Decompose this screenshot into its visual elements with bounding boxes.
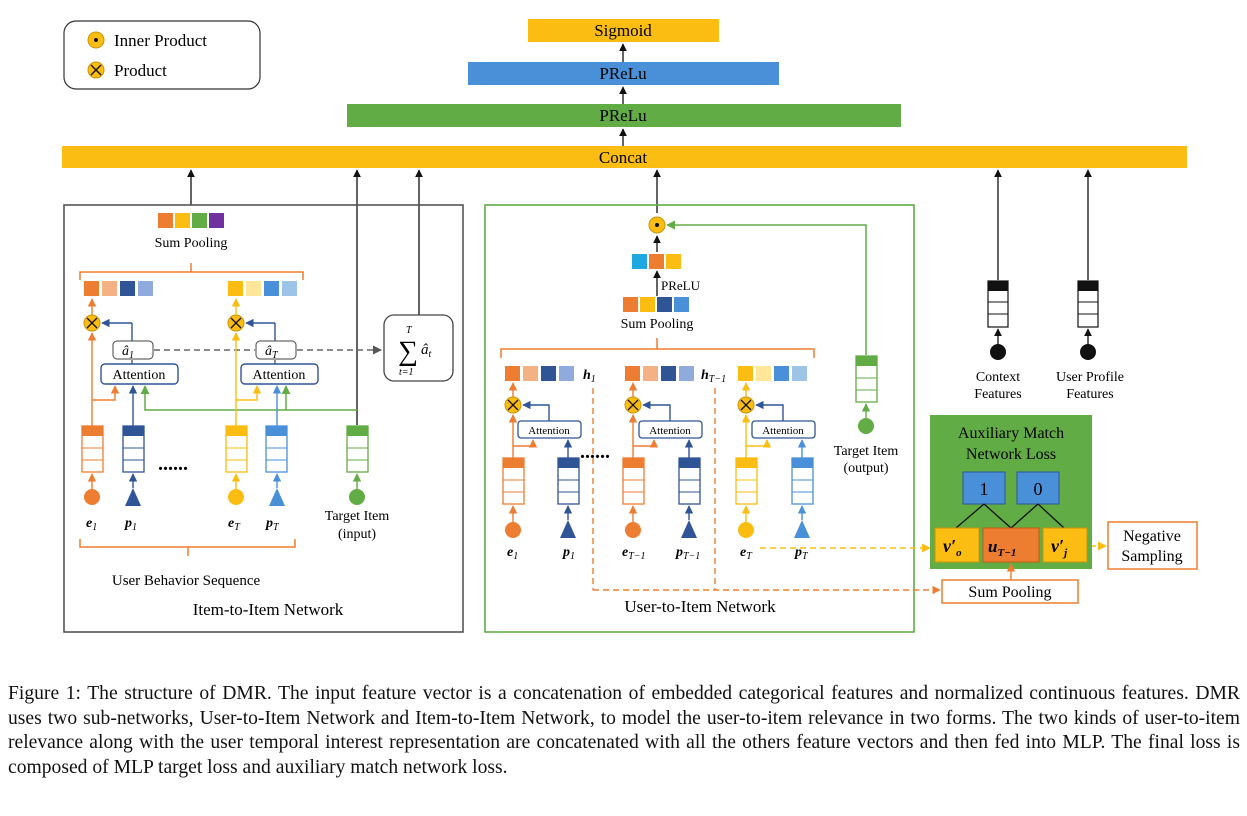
profile-features-1: User Profile xyxy=(1056,370,1124,385)
i2i-sum-pooling-label: Sum Pooling xyxy=(155,236,228,251)
i2i-attention-1: Attention xyxy=(113,368,166,383)
sigmoid-label: Sigmoid xyxy=(594,21,652,40)
prelu-top-layer xyxy=(468,62,779,85)
sigmoid-layer xyxy=(528,19,719,42)
concat-inputs xyxy=(187,169,1092,425)
concat-label: Concat xyxy=(599,148,647,167)
u2i-attention-1: Attention xyxy=(528,425,570,437)
aux-u: uT−1 xyxy=(988,537,1016,559)
a-hat-T: âT xyxy=(265,344,279,361)
i2i-pT: pT xyxy=(265,516,280,533)
sum-sigma: ∑ xyxy=(398,336,418,367)
user-to-item-network: PReLU Sum Pooling h1 hT−1 xyxy=(484,204,941,633)
side-features: Context Features User Profile Features xyxy=(974,280,1124,402)
aux-vo: v′o xyxy=(943,536,962,559)
u2i-pT: pT xyxy=(794,545,809,562)
aux-one: 1 xyxy=(980,479,989,499)
u2i-eT1: eT−1 xyxy=(622,545,646,562)
i2i-dots: ...... xyxy=(158,453,188,475)
legend: Inner Product Product xyxy=(63,20,261,90)
u2i-h1: h1 xyxy=(583,368,596,385)
negative-sampling-2: Sampling xyxy=(1121,548,1182,565)
prelu-bottom-label: PReLu xyxy=(599,106,647,125)
aux-zero: 0 xyxy=(1034,479,1043,499)
user-behavior-sequence-label: User Behavior Sequence xyxy=(112,573,261,589)
i2i-p1: p1 xyxy=(124,516,137,533)
context-features-2: Features xyxy=(974,387,1021,402)
u2i-hT1: hT−1 xyxy=(701,368,726,385)
u2i-p1: p1 xyxy=(562,545,575,562)
i2i-title: Item-to-Item Network xyxy=(193,600,344,619)
u2i-pT1: pT−1 xyxy=(675,545,700,562)
i2i-eT: eT xyxy=(228,516,241,533)
sum-top: T xyxy=(406,325,413,336)
auxiliary-match-network: Auxiliary Match Network Loss 1 0 v′o uT−… xyxy=(930,415,1198,604)
aux-vj: v′j xyxy=(1051,536,1068,559)
i2i-e1: e1 xyxy=(86,516,97,533)
u2i-target-item-sub: (output) xyxy=(843,461,888,476)
u2i-dots: ...... xyxy=(580,441,610,463)
legend-inner-product: Inner Product xyxy=(114,31,207,50)
u2i-e1: e1 xyxy=(507,545,518,562)
u2i-sum-pooling-label: Sum Pooling xyxy=(621,317,694,332)
i2i-target-item-sub: (input) xyxy=(338,527,376,542)
sum-term: ât xyxy=(421,342,432,360)
profile-features-2: Features xyxy=(1066,387,1113,402)
context-features-1: Context xyxy=(976,370,1020,385)
legend-product: Product xyxy=(114,61,167,80)
aux-sum-pooling: Sum Pooling xyxy=(968,584,1051,601)
u2i-eT: eT xyxy=(740,545,753,562)
figure-caption: Figure 1: The structure of DMR. The inpu… xyxy=(8,683,1240,778)
u2i-prelu-label: PReLU xyxy=(661,278,701,293)
u2i-attention-3: Attention xyxy=(762,425,804,437)
negative-sampling-1: Negative xyxy=(1123,528,1181,545)
mlp-stack: Sigmoid PReLu PReLu Concat xyxy=(62,19,1187,168)
concat-layer xyxy=(62,146,1187,168)
aux-title-2: Network Loss xyxy=(966,446,1056,463)
i2i-target-item: Target Item xyxy=(325,509,390,524)
item-to-item-network: Sum Pooling â1 âT T ∑ t=1 xyxy=(63,204,464,633)
i2i-attention-T: Attention xyxy=(253,368,306,383)
prelu-bottom-layer xyxy=(347,104,901,127)
aux-title-1: Auxiliary Match xyxy=(958,425,1064,442)
u2i-attention-2: Attention xyxy=(649,425,691,437)
a-hat-1: â1 xyxy=(122,344,134,361)
u2i-title: User-to-Item Network xyxy=(624,597,776,616)
prelu-top-label: PReLu xyxy=(599,64,647,83)
sum-bottom: t=1 xyxy=(399,367,414,378)
dmr-diagram: Inner Product Product Sigmoid PReLu PReL… xyxy=(62,19,1198,633)
u2i-target-item: Target Item xyxy=(834,444,899,459)
